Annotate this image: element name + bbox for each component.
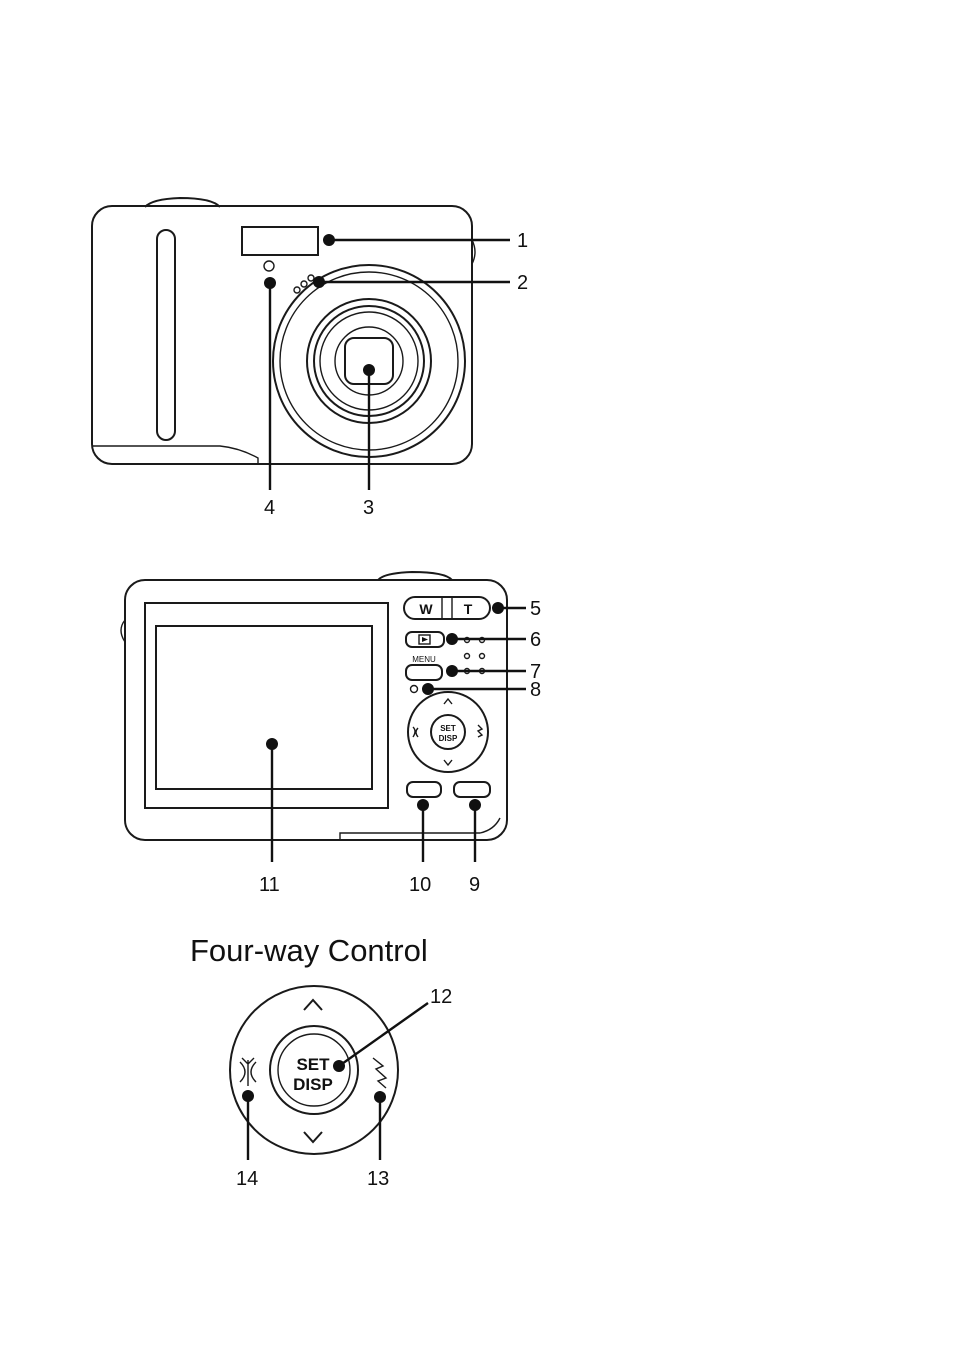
callout-14: 14 [236,1168,258,1190]
callout-12: 12 [430,986,452,1008]
camera-front-body [92,206,472,464]
down-arrow-icon [304,1132,322,1142]
callout-6: 6 [530,629,541,651]
zoom-button [404,597,490,619]
macro-flower-icon [413,727,418,737]
lcd-screen [156,626,372,789]
zoom-tele-label: T [464,601,473,617]
down-arrow-icon [444,760,452,765]
callout-11: 11 [259,874,280,896]
delete-button [407,782,441,797]
self-timer-led [264,261,274,271]
speaker-hole [465,654,470,659]
callout-5: 5 [530,598,541,620]
microphone-hole [294,287,300,293]
lcd-bezel [145,603,388,808]
microphone-hole [301,281,307,287]
flash-bolt-icon [478,725,482,737]
four-way-title: Four-way Control [190,933,428,968]
zoom-wide-label: W [419,601,433,617]
microphone-hole [308,275,314,281]
callout-3: 3 [363,497,374,519]
status-led [411,686,418,693]
small-disp-label: DISP [439,734,458,743]
menu-label: MENU [412,655,436,664]
back-view: W T MENU SET DISP 5 [121,572,541,896]
mode-button [454,782,490,797]
callout-10: 10 [409,874,431,896]
flash-bolt-icon [373,1058,386,1088]
set-label: SET [296,1055,330,1074]
front-view: 1 2 3 4 [92,198,528,519]
disp-label: DISP [293,1075,333,1094]
callout-13: 13 [367,1168,389,1190]
up-arrow-icon [304,1000,322,1010]
four-way-control-detail: Four-way Control SET DISP 12 13 14 [190,933,452,1190]
up-arrow-icon [444,699,452,704]
grip [157,230,175,440]
macro-flower-icon [240,1058,256,1086]
callout-1: 1 [517,230,528,252]
menu-button [406,665,442,680]
small-set-label: SET [440,724,456,733]
callout-2: 2 [517,272,528,294]
flash-window [242,227,318,255]
callout-8: 8 [530,679,541,701]
callout-4: 4 [264,497,275,519]
callout-9: 9 [469,874,480,896]
speaker-hole [480,654,485,659]
